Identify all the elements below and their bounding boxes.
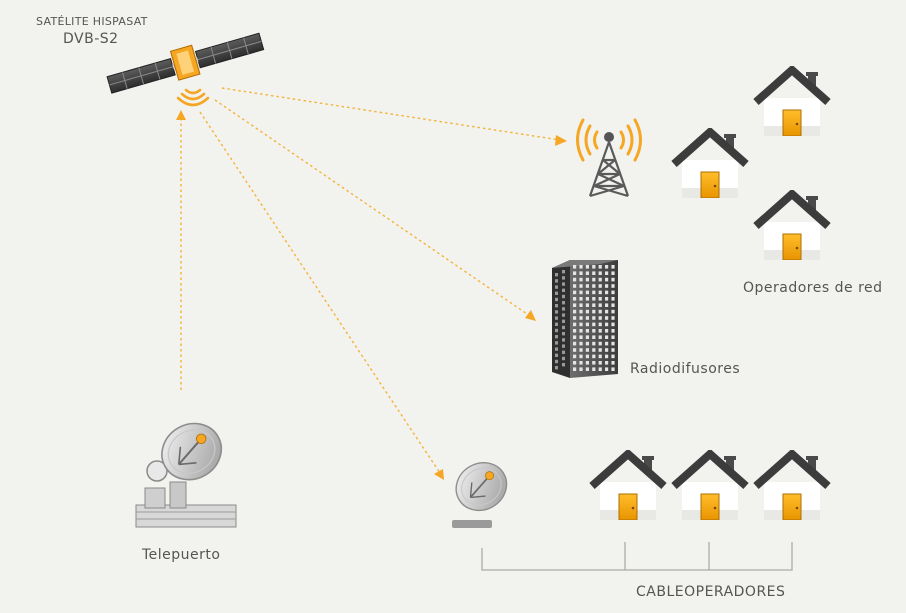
signal-waves-icon xyxy=(176,88,210,107)
satellite-name-label: SATÉLITE HISPASAT xyxy=(36,15,148,28)
cable-operators-label: CABLEOPERADORES xyxy=(636,584,786,600)
arrowhead-uplink xyxy=(176,110,186,120)
network-operators-label: Operadores de red xyxy=(743,280,883,296)
radio-tower-icon xyxy=(576,118,642,198)
link-to-cable-headend xyxy=(199,111,441,474)
house-icon xyxy=(592,454,664,520)
house-icon xyxy=(674,132,746,198)
arrowhead-broadcasters xyxy=(525,310,536,321)
satellite-standard-label: DVB-S2 xyxy=(63,31,119,47)
house-icon xyxy=(756,194,828,260)
house-icon xyxy=(674,454,746,520)
broadcasters-label: Radiodifusores xyxy=(630,361,741,377)
house-icon xyxy=(756,454,828,520)
arrowhead-cable-headend xyxy=(434,469,444,480)
link-lines xyxy=(180,87,561,474)
teleport-label: Telepuerto xyxy=(142,547,221,563)
link-to-network-operators xyxy=(221,87,561,141)
headend-dish-icon xyxy=(446,458,514,528)
house-icon xyxy=(756,70,828,136)
link-to-broadcasters xyxy=(214,99,531,317)
cable-bracket xyxy=(481,542,793,571)
teleport-station-icon xyxy=(135,418,237,528)
satellite-icon xyxy=(106,32,265,94)
arrowhead-network-operators xyxy=(555,135,567,146)
office-building-icon xyxy=(552,260,618,378)
link-arrowheads xyxy=(176,110,567,480)
